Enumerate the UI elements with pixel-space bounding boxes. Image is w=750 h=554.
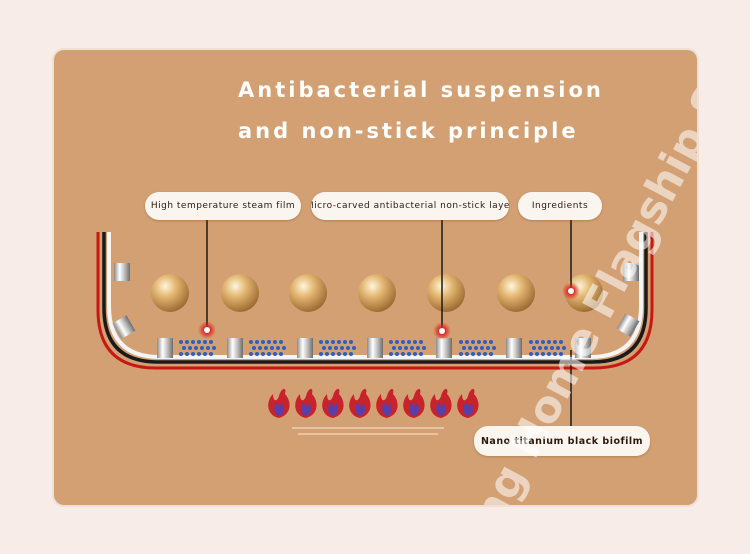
illustration-panel: Antibacterial suspension and non-stick p… — [54, 50, 697, 505]
title-line-2: and non-stick principle — [238, 119, 579, 143]
flames — [268, 388, 479, 418]
pan-black-layer — [102, 232, 648, 364]
burner-lines — [292, 427, 444, 435]
pan-outer-wall — [96, 232, 654, 370]
blue-dot-clusters — [179, 340, 566, 356]
label-biofilm: Nano titanium black biofilm — [474, 426, 650, 456]
red-indicator-dots — [198, 282, 580, 340]
label-steam-film: High temperature steam film — [145, 192, 301, 220]
pan-diagram — [96, 220, 654, 435]
title-line-1: Antibacterial suspension — [238, 78, 604, 102]
label-ingredients: Ingredients — [518, 192, 602, 220]
side-pillars — [112, 263, 640, 339]
label-non-stick-layer: Micro-carved antibacterial non-stick lay… — [311, 192, 509, 220]
bottom-pillars — [157, 338, 591, 358]
leader-lines — [206, 220, 572, 426]
ingredient-balls — [151, 274, 603, 312]
